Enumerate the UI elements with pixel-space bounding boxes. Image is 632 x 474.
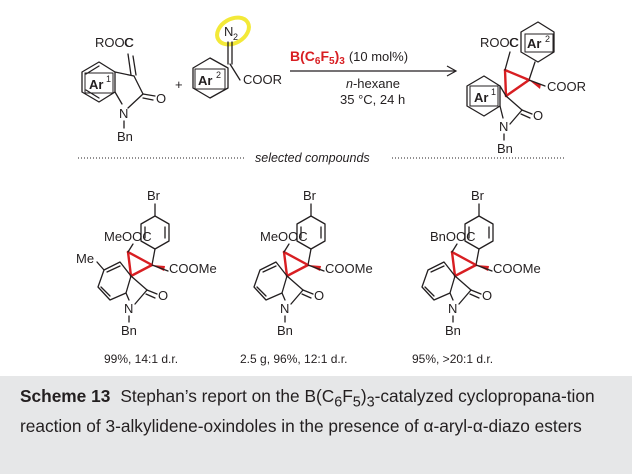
- caption-text-1: Stephan’s report on the B(C: [120, 386, 335, 406]
- diazo-n2-label: N: [224, 24, 233, 39]
- product-spirocyclopropane: Ar 2 ROOC C COOR Ar 1 O N Bn: [466, 21, 586, 156]
- diazo-ar-label: Ar: [198, 73, 212, 88]
- conditions-label: 35 °C, 24 h: [340, 92, 405, 107]
- product-ar1-label: Ar: [474, 90, 488, 105]
- substrate-ester-label: ROOC: [95, 35, 134, 50]
- product-ar1-sup: 1: [491, 87, 496, 97]
- compound-3-o: O: [482, 288, 492, 303]
- compound-2-o: O: [314, 288, 324, 303]
- compound-3-ester-left: BnOOC: [430, 229, 476, 244]
- substrate-ar-sup: 1: [106, 74, 111, 84]
- caption-text-2: F: [342, 386, 353, 406]
- compound-1-br: Br: [147, 188, 161, 203]
- catalyst-label: B(C6F5)3(10 mol%): [290, 48, 408, 67]
- compound-2: Br MeOOC COOMe O N Bn 2.5 g, 96%, 12:1 d…: [240, 188, 373, 366]
- compound-3: Br BnOOC COOMe O N Bn 95%, >20:1 d.r.: [412, 188, 541, 366]
- substrate-carbonyl-o: O: [156, 91, 166, 106]
- caption-text-3: ): [360, 386, 367, 406]
- product-ar2-sup: 2: [545, 34, 550, 44]
- substrate-oxindole: ROOC C Ar 1 O N Bn: [81, 35, 166, 144]
- compound-3-bn: Bn: [445, 323, 461, 338]
- diazo-ester: N 2 Ar 2 COOR: [192, 15, 282, 99]
- caption-sub-3: 3: [366, 394, 375, 411]
- scheme-caption: Scheme 13 Stephan’s report on the B(C6F5)…: [0, 376, 632, 474]
- compound-1: Br MeOOC COOMe Me O N Bn 99%, 14:1 d.r.: [76, 188, 217, 366]
- compound-2-bn: Bn: [277, 323, 293, 338]
- product-carbonyl-o: O: [533, 108, 543, 123]
- compound-1-n: N: [124, 301, 133, 316]
- divider-label: selected compounds: [255, 151, 370, 165]
- svg-text:C: C: [509, 35, 518, 50]
- compound-3-ester-right: COOMe: [493, 261, 541, 276]
- caption-sub-1: 6: [334, 394, 343, 411]
- compound-1-o: O: [158, 288, 168, 303]
- caption-text-4: -catalyzed cyclopropana-tion reaction of…: [20, 386, 595, 436]
- compound-2-n: N: [280, 301, 289, 316]
- compound-3-n: N: [448, 301, 457, 316]
- compound-1-result: 99%, 14:1 d.r.: [104, 352, 178, 366]
- compound-1-substituent: Me: [76, 251, 94, 266]
- reaction-conditions: B(C6F5)3(10 mol%) n-hexane 35 °C, 24 h: [290, 48, 458, 107]
- compound-2-ester-right: COOMe: [325, 261, 373, 276]
- substrate-bn-label: Bn: [117, 129, 133, 144]
- caption-sub-2: 5: [352, 394, 361, 411]
- compound-2-ester-left: MeOOC: [260, 229, 308, 244]
- solvent-label: n-hexane: [346, 76, 400, 91]
- diazo-highlight: [215, 15, 251, 47]
- product-ester2-label: COOR: [547, 79, 586, 94]
- compound-3-result: 95%, >20:1 d.r.: [412, 352, 493, 366]
- compound-1-ester-left: MeOOC: [104, 229, 152, 244]
- compound-3-br: Br: [471, 188, 485, 203]
- compound-1-bn: Bn: [121, 323, 137, 338]
- diazo-n2-sub: 2: [233, 32, 238, 42]
- substrate-n-label: N: [119, 106, 128, 121]
- caption-label: Scheme 13: [20, 386, 111, 406]
- product-bn-label: Bn: [497, 141, 513, 156]
- plus-sign: +: [175, 77, 183, 92]
- product-ester1-label: ROOC: [480, 35, 519, 50]
- diazo-ester-label: COOR: [243, 72, 282, 87]
- product-ar2-label: Ar: [527, 36, 541, 51]
- compound-2-result: 2.5 g, 96%, 12:1 d.r.: [240, 352, 347, 366]
- product-n-label: N: [499, 119, 508, 134]
- compound-1-ester-right: COOMe: [169, 261, 217, 276]
- substrate-ar-label: Ar: [89, 77, 103, 92]
- reaction-scheme: ROOC C Ar 1 O N Bn + N 2 Ar 2 COOR: [76, 15, 586, 366]
- diazo-ar-sup: 2: [216, 70, 221, 80]
- substrate-ester-label-tail: C: [124, 35, 133, 50]
- compound-2-br: Br: [303, 188, 317, 203]
